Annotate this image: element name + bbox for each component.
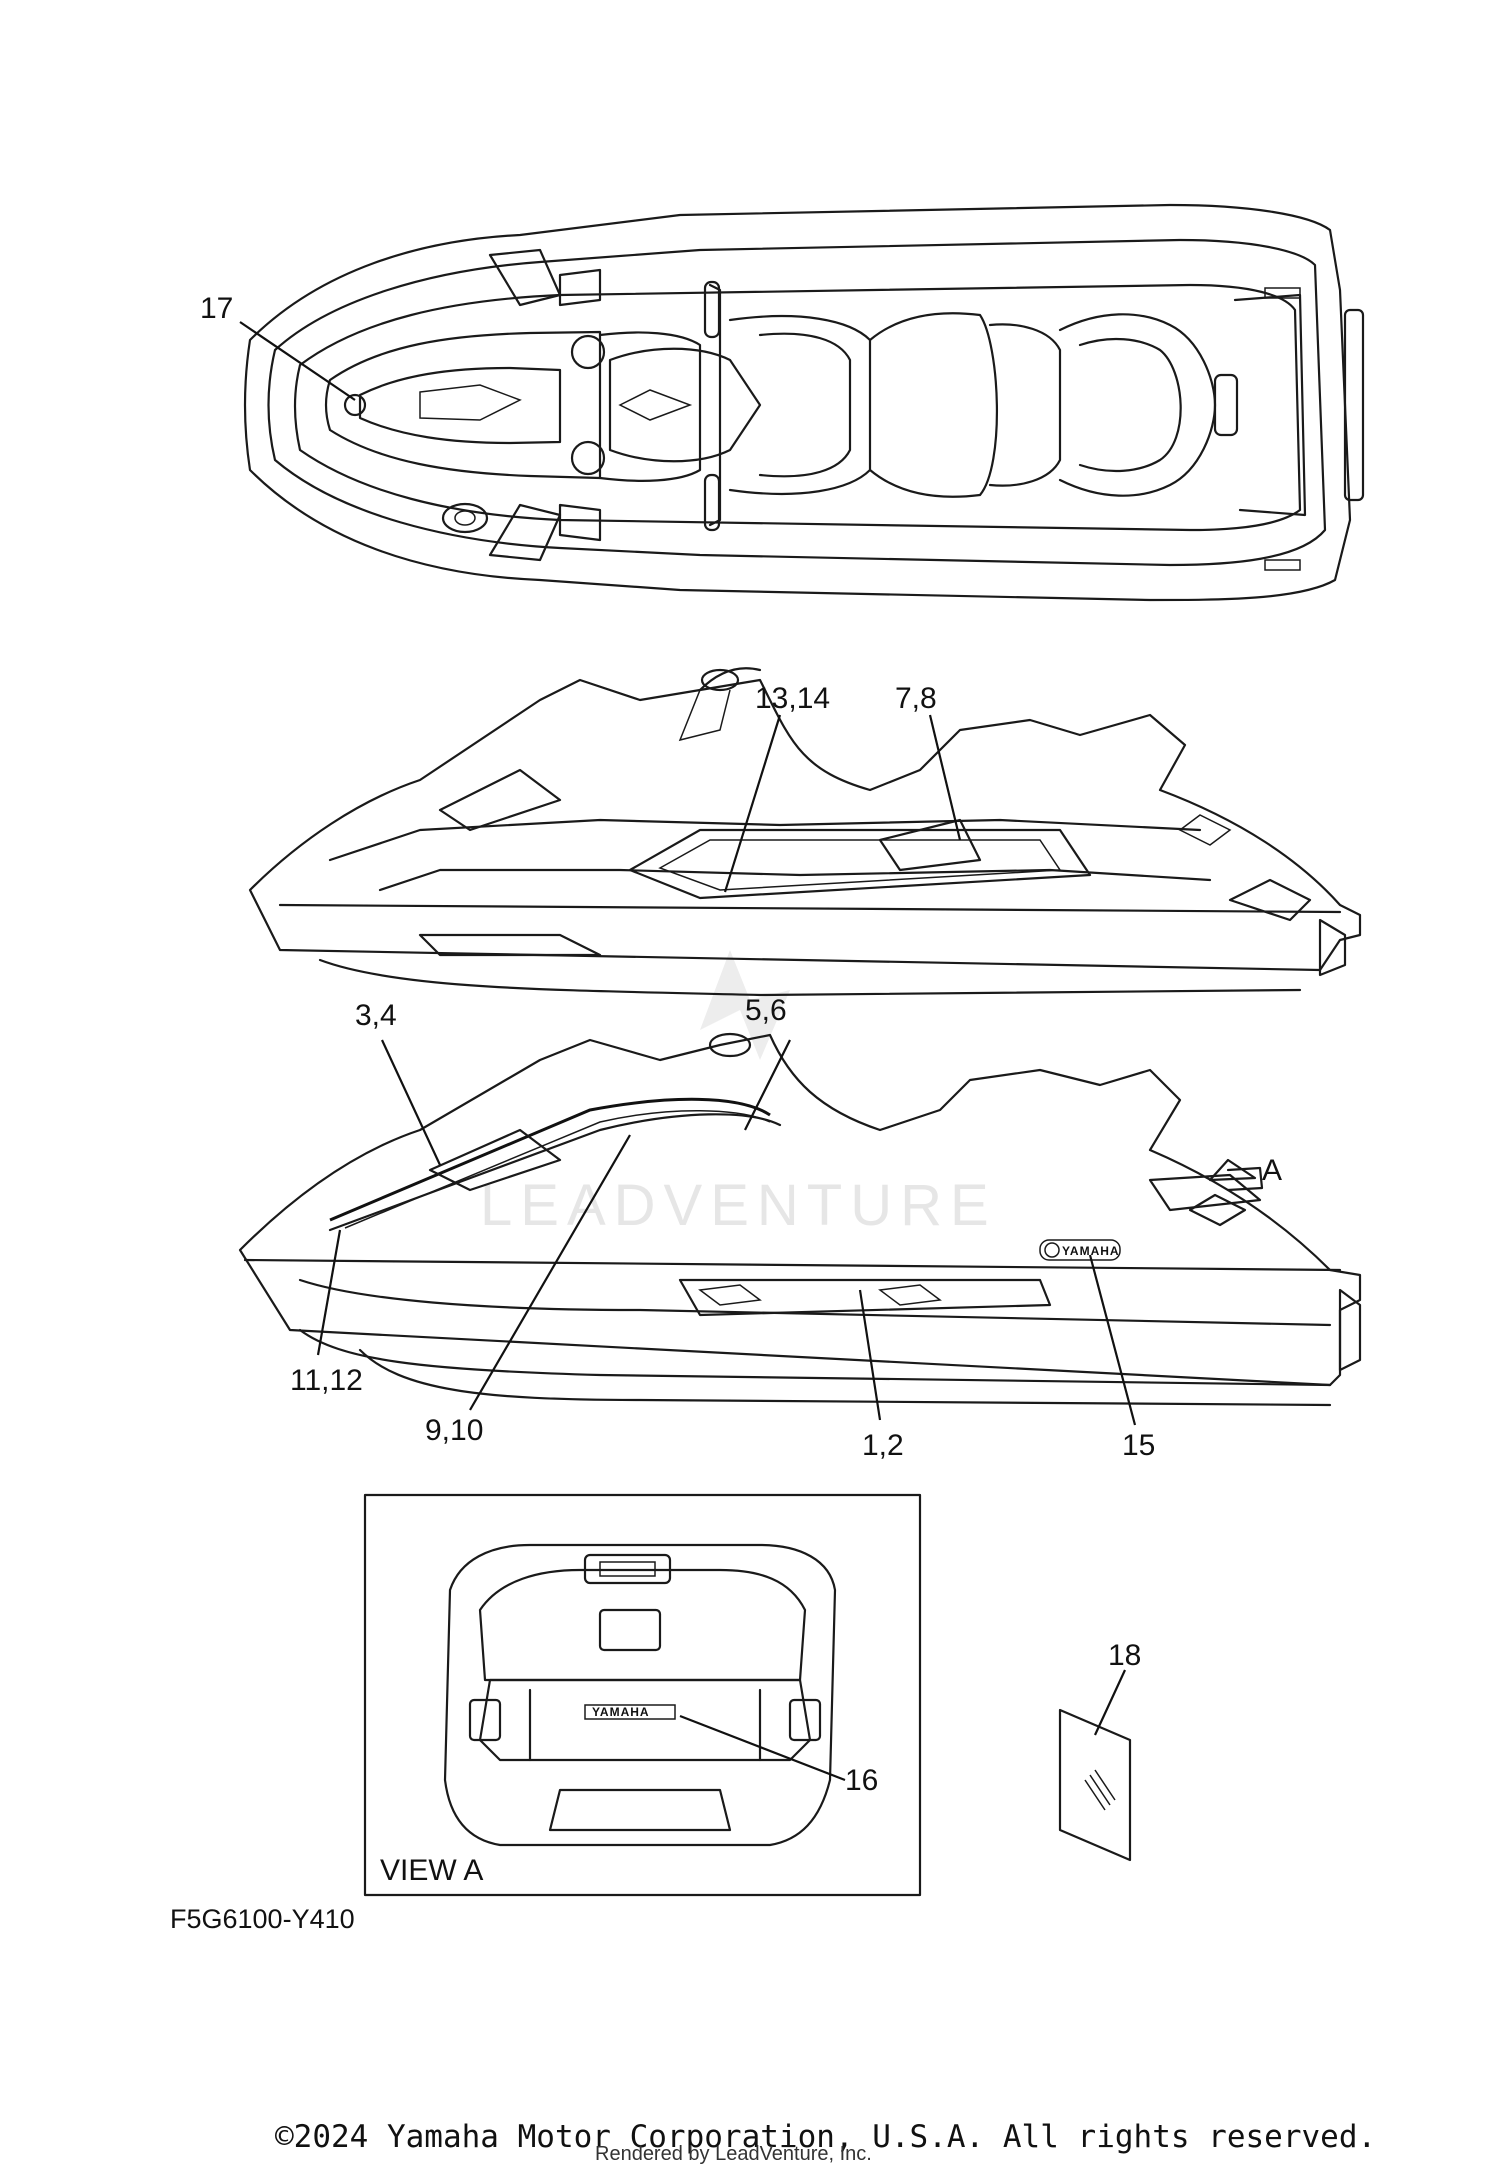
rendered-by-credit: Rendered by LeadVenture, Inc.: [595, 2143, 872, 2165]
part-18-sheet: [1058, 1708, 1132, 1862]
callout-labels: 17 13,14 7,8 3,4 5,6 A 11,12 9,10 1,2 15…: [200, 292, 1282, 1797]
copyright-notice: ©2024 Yamaha Motor Corporation, U.S.A. A…: [275, 2119, 1376, 2155]
side-decal-text: YAMAHA: [1062, 1244, 1120, 1258]
callout-11-12: 11,12: [290, 1364, 363, 1397]
view-a-label: VIEW A: [380, 1854, 483, 1887]
callout-16: 16: [845, 1764, 878, 1797]
callout-lines: [239, 321, 1137, 1782]
watermark: LEADVENTURE: [480, 950, 997, 1238]
callout-13-14: 13,14: [755, 682, 830, 715]
view-a-panel: YAMAHA VIEW A: [363, 1493, 922, 1897]
top-view-watercraft: [243, 203, 1365, 602]
rear-decal-text: YAMAHA: [592, 1705, 650, 1719]
diagram-code: F5G6100-Y410: [170, 1904, 355, 1934]
callout-17: 17: [200, 292, 233, 325]
callout-view-arrow-a: A: [1262, 1154, 1282, 1187]
callout-5-6: 5,6: [745, 994, 787, 1027]
callout-7-8: 7,8: [895, 682, 937, 715]
side-view-watercraft-upper: [248, 667, 1362, 997]
callout-18: 18: [1108, 1639, 1141, 1672]
callout-9-10: 9,10: [425, 1414, 483, 1447]
side-view-watercraft-lower: YAMAHA: [238, 1032, 1362, 1407]
watermark-text: LEADVENTURE: [480, 1173, 997, 1238]
callout-15: 15: [1122, 1429, 1155, 1462]
callout-1-2: 1,2: [862, 1429, 904, 1462]
callout-3-4: 3,4: [355, 999, 397, 1032]
